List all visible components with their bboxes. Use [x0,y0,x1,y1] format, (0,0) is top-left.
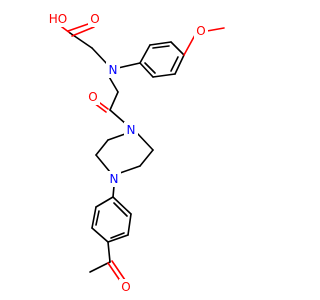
bond-ap-d2 [110,232,125,239]
label-piperazine-nitrogen-1: N [127,123,136,137]
bond-pip-5 [95,139,109,156]
bond-anisole-3 [170,41,185,56]
bond-o-methyl [206,27,225,32]
label-amine-nitrogen: N [109,63,118,77]
atom-hydroxyl: HO [46,11,70,27]
label-ketone-oxygen: O [121,280,130,294]
bond-pip-4 [95,154,111,173]
bond-ap-2 [91,206,97,229]
bond-pip-3 [119,165,141,174]
bond-ap-6 [112,196,132,215]
atom-ketone-oxygen: O [119,279,133,295]
bond-acid-ch2-n [91,47,109,66]
label-methoxy-oxygen: O [196,24,205,38]
atom-piperazine-nitrogen-4: N [107,171,121,187]
label-piperazine-nitrogen-4: N [110,172,119,186]
atom-piperazine-nitrogen-1: N [124,122,138,138]
bond-ac-1 [107,241,111,263]
bond-anisole-2 [149,41,172,46]
bond-anisole-4 [174,54,185,75]
label-amide-oxygen: O [88,90,97,104]
bond-aryl-o [183,34,196,56]
bond-ac-o-2 [111,260,126,281]
bond-anisole-d3 [144,62,156,74]
bond-anisole-d2 [170,56,179,72]
bond-ac-o-1 [107,262,122,283]
bond-ap-1 [95,196,114,208]
bond-acid-co-1 [67,22,92,32]
bond-ac-2 [89,261,111,273]
atom-amide-oxygen: O [86,89,100,105]
molecule-structure: HO O N O O N N O [46,11,225,295]
bond-ap-5 [127,213,132,236]
atom-acid-carbonyl-oxygen: O [88,11,102,27]
label-hydroxyl: HO [49,12,67,26]
bond-acid-co-2 [71,26,95,37]
label-acid-carbonyl-oxygen: O [90,12,99,26]
atom-methoxy-oxygen: O [194,23,208,39]
bond-ch2-co [109,91,119,111]
bond-n-aryl [117,62,141,69]
bond-anisole-6 [139,62,154,78]
bond-co-n [109,109,127,125]
bond-anisole-d1 [152,45,170,49]
atom-label-layer: HO O N O O N N O [46,11,208,295]
bond-ap-d1 [95,210,100,226]
bond-pip-1 [136,132,154,151]
bond-ap-3 [91,227,109,243]
bond-ap-4 [107,234,129,243]
atom-amine-nitrogen: N [106,62,120,78]
bond-n-aryl2 [112,185,115,198]
bond-anisole-5 [152,73,176,78]
bond-layer [57,22,225,283]
bond-pip-2 [139,149,154,167]
bond-ap-d3 [113,202,128,217]
bond-anisole-1 [139,44,151,64]
bond-pip-6 [107,133,126,141]
